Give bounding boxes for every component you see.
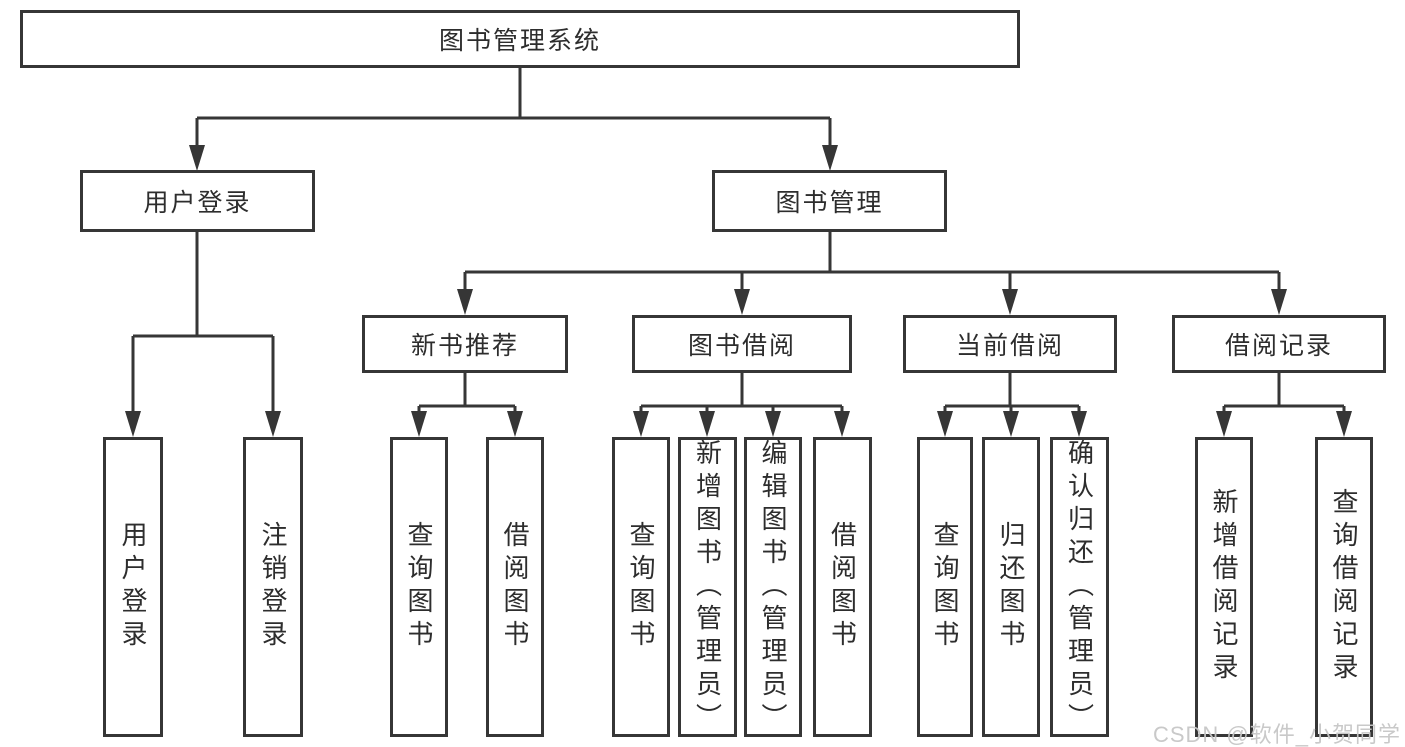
arrowheads-borrow-records: [1216, 411, 1352, 437]
leaf-edit-books-admin: 编辑图书（管理员）: [744, 437, 802, 737]
arrowheads-book-mgmt: [457, 289, 1287, 315]
node-book-borrow-label: 图书借阅: [687, 332, 796, 360]
connector-root-branches: [195, 68, 832, 146]
leaf-add-books-admin: 新增图书（管理员）: [678, 437, 737, 737]
leaf-logout-label: 注销登录: [258, 521, 288, 653]
leaf-query-books-current: 查询图书: [917, 437, 973, 737]
leaf-query-books-recommend-label: 查询图书: [404, 521, 434, 653]
leaf-query-borrow-record: 查询借阅记录: [1315, 437, 1373, 737]
node-root: 图书管理系统: [20, 10, 1020, 68]
connector-new-book: [417, 373, 517, 412]
node-borrow-records: 借阅记录: [1172, 315, 1386, 373]
leaf-add-books-admin-label: 新增图书（管理员）: [692, 438, 723, 736]
node-new-book-recommend-label: 新书推荐: [410, 332, 519, 360]
leaf-logout: 注销登录: [243, 437, 303, 737]
leaf-borrow-books-recommend: 借阅图书: [486, 437, 544, 737]
node-book-borrow: 图书借阅: [632, 315, 852, 373]
leaf-query-books-recommend: 查询图书: [390, 437, 448, 737]
leaf-query-books-borrow-label: 查询图书: [626, 521, 656, 653]
leaf-add-borrow-record-label: 新增借阅记录: [1209, 488, 1239, 686]
leaf-return-books: 归还图书: [982, 437, 1040, 737]
node-new-book-recommend: 新书推荐: [362, 315, 568, 373]
leaf-edit-books-admin-label: 编辑图书（管理员）: [758, 438, 788, 736]
node-current-borrow-label: 当前借阅: [955, 332, 1064, 360]
node-user-login-label: 用户登录: [143, 189, 252, 217]
leaf-confirm-return-admin-label: 确认归还（管理员）: [1064, 438, 1095, 736]
connector-user-login: [131, 232, 275, 412]
arrowheads-user-login: [125, 411, 281, 437]
arrowheads-current-borrow: [937, 411, 1087, 437]
arrowheads-book-borrow: [633, 411, 850, 437]
node-book-mgmt-label: 图书管理: [775, 189, 884, 217]
leaf-confirm-return-admin: 确认归还（管理员）: [1050, 437, 1109, 737]
arrowheads-root-branches: [189, 145, 838, 171]
connector-book-mgmt: [463, 232, 1281, 290]
leaf-user-login: 用户登录: [103, 437, 163, 737]
leaf-query-borrow-record-label: 查询借阅记录: [1329, 488, 1359, 686]
connector-borrow-records: [1222, 373, 1346, 412]
arrowheads-new-book: [411, 411, 523, 437]
leaf-borrow-books-recommend-label: 借阅图书: [500, 521, 530, 653]
node-current-borrow: 当前借阅: [903, 315, 1117, 373]
csdn-watermark: CSDN @软件_小贺同学: [1152, 722, 1401, 747]
node-borrow-records-label: 借阅记录: [1224, 332, 1333, 360]
leaf-query-books-borrow: 查询图书: [612, 437, 670, 737]
node-book-mgmt: 图书管理: [712, 170, 947, 232]
leaf-return-books-label: 归还图书: [996, 521, 1026, 653]
connector-book-borrow: [639, 373, 844, 412]
leaf-user-login-label: 用户登录: [118, 521, 148, 653]
node-root-label: 图书管理系统: [438, 27, 601, 55]
leaf-add-borrow-record: 新增借阅记录: [1195, 437, 1253, 737]
node-user-login: 用户登录: [80, 170, 315, 232]
leaf-borrow-books: 借阅图书: [813, 437, 872, 737]
connector-current-borrow: [943, 373, 1081, 412]
leaf-borrow-books-label: 借阅图书: [827, 521, 858, 653]
leaf-query-books-current-label: 查询图书: [930, 521, 960, 653]
